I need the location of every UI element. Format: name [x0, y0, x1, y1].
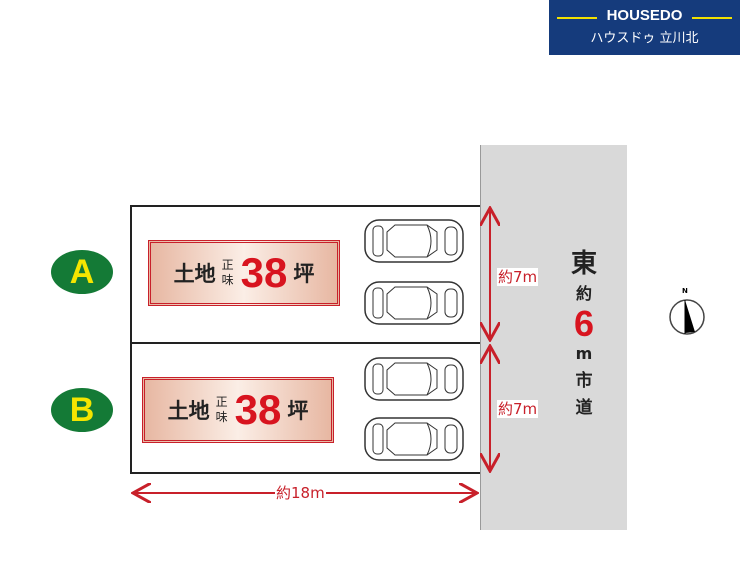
- logo-subtitle: ハウスドゥ 立川北: [590, 31, 699, 46]
- parking-car-icon: [364, 281, 464, 325]
- net-label: 正味: [215, 395, 228, 424]
- road-width: 6: [573, 303, 595, 344]
- parking-car-icon: [364, 417, 464, 461]
- road-type-1: 市: [575, 371, 593, 391]
- area-unit: 坪: [287, 399, 309, 423]
- road-direction: 東: [570, 249, 597, 279]
- logo-brand: HOUSEDO: [606, 7, 683, 24]
- lot-outline: [130, 205, 480, 474]
- lot-b-badge: B: [51, 388, 113, 432]
- dimension-depth-a: 約7m: [497, 268, 539, 286]
- land-label: 土地: [167, 399, 210, 423]
- compass-north-label: N: [682, 287, 688, 295]
- lot-a-badge: A: [51, 250, 113, 294]
- land-label: 土地: [173, 262, 216, 286]
- area-unit: 坪: [293, 262, 315, 286]
- dimension-width: 約18m: [275, 484, 326, 502]
- area-value: 38: [240, 249, 288, 296]
- logo-line: [557, 17, 597, 19]
- road-unit: m: [575, 344, 593, 363]
- lot-divider: [130, 342, 480, 344]
- parking-car-icon: [364, 357, 464, 401]
- dimension-depth-b: 約7m: [497, 400, 539, 418]
- parking-car-icon: [364, 219, 464, 263]
- road-approx: 約: [575, 284, 592, 303]
- area-value: 38: [234, 386, 282, 433]
- compass-icon: [669, 299, 705, 335]
- road-type-2: 道: [575, 398, 593, 418]
- housedo-logo: HOUSEDO ハウスドゥ 立川北: [549, 0, 740, 55]
- logo-line: [692, 17, 732, 19]
- lot-a-plate: 土地 正味 38 坪: [148, 240, 340, 306]
- net-label: 正味: [221, 258, 234, 287]
- lot-b-plate: 土地 正味 38 坪: [142, 377, 334, 443]
